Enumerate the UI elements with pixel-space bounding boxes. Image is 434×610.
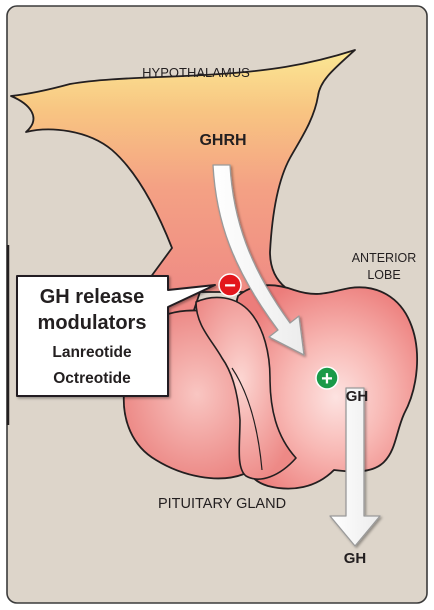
anterior-label: ANTERIOR xyxy=(352,251,417,265)
callout-title-line1: GH release xyxy=(40,286,145,308)
callout-drug-octreotide: Octreotide xyxy=(53,370,131,387)
gh-bottom-label: GH xyxy=(344,550,367,567)
callout-drug-lanreotide: Lanreotide xyxy=(52,344,132,361)
hypothalamus-label: HYPOTHALAMUS xyxy=(142,65,250,80)
pituitary-gland-label: PITUITARY GLAND xyxy=(158,496,286,512)
inhibit-symbol: − xyxy=(224,275,236,297)
stimulate-symbol: + xyxy=(321,368,333,390)
inhibit-sign: − xyxy=(219,274,241,297)
lobe-label: LOBE xyxy=(367,268,400,282)
ghrh-label: GHRH xyxy=(199,132,246,149)
callout-title-line2: modulators xyxy=(38,312,147,334)
gh-gland-label: GH xyxy=(346,388,369,405)
stimulate-sign: + xyxy=(316,367,338,390)
